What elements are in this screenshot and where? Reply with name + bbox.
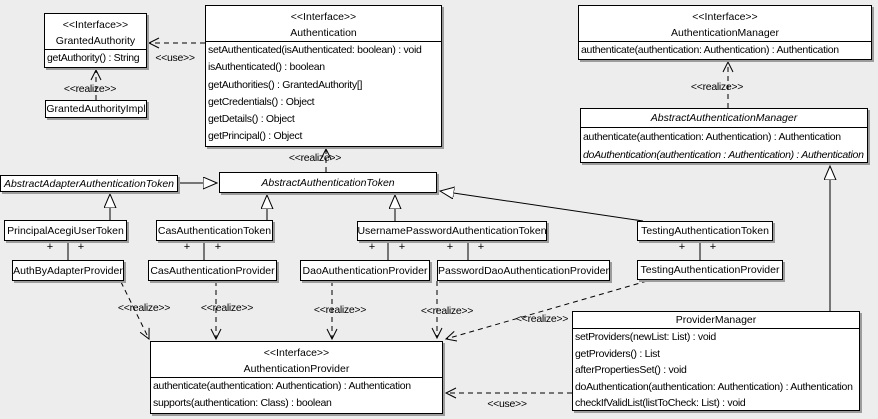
stereotype: <<Interface>> (290, 11, 357, 23)
method: getCredentials() : Object (208, 95, 315, 108)
class-name: AbstractAdapterAuthenticationToken (3, 177, 175, 190)
class-casauthenticationtoken[interactable]: CasAuthenticationToken (156, 220, 273, 241)
method: authenticate(authentication: Authenticat… (153, 380, 411, 392)
class-authenticationprovider[interactable]: <<Interface>> AuthenticationProvider aut… (150, 341, 443, 414)
association-end-plus: + (477, 241, 485, 253)
method: supports(authentication: Class) : boolea… (153, 397, 332, 409)
class-grantedauthority[interactable]: <<Interface>> GrantedAuthority getAuthor… (44, 13, 147, 68)
realize-testing-provider-to-authenticationprovider (444, 280, 648, 342)
class-grantedauthorityimpl[interactable]: GrantedAuthorityImpl (45, 100, 147, 118)
stereotype-label-realize: <<realize>> (63, 83, 117, 95)
method: getAuthorities() : GrantedAuthority[] (208, 78, 363, 91)
association-end-plus: + (214, 241, 222, 253)
stereotype-label-realize: <<realize>> (288, 152, 342, 164)
method: getAuthority() : String (47, 52, 140, 64)
association-end-plus: + (446, 241, 454, 253)
association-end-plus: + (183, 241, 191, 253)
class-name: AuthByAdapterProvider (13, 264, 123, 277)
class-testingauthenticationprovider[interactable]: TestingAuthenticationProvider (637, 260, 783, 280)
method: setAuthenticated(isAuthenticated: boolea… (208, 44, 422, 56)
class-authentication[interactable]: <<Interface>> Authentication setAuthenti… (205, 5, 442, 147)
class-name: AuthenticationProvider (243, 363, 350, 375)
class-name: DaoAuthenticationProvider (302, 264, 428, 277)
class-name: GrantedAuthority (55, 35, 136, 47)
association-end-plus: + (678, 241, 686, 253)
stereotype-label-use: <<use>> (487, 398, 527, 410)
class-name: CasAuthenticationToken (157, 224, 272, 237)
stereotype-label-realize: <<realize>> (313, 304, 367, 316)
method-abstract: doAuthentication(authentication : Authen… (583, 149, 864, 161)
stereotype-label-realize: <<realize>> (200, 302, 254, 314)
class-name: PasswordDaoAuthenticationProvider (438, 264, 610, 277)
class-usernamepasswordauthenticationtoken[interactable]: UsernamePasswordAuthenticationToken (357, 221, 547, 241)
class-name: UsernamePasswordAuthenticationToken (357, 225, 547, 237)
class-name: Authentication (290, 27, 357, 39)
association-end-plus: + (46, 241, 54, 253)
method: isAuthenticated() : boolean (208, 61, 325, 74)
class-name: CasAuthenticationProvider (150, 264, 275, 277)
method: getPrincipal() : Object (208, 130, 303, 143)
class-name: GrantedAuthorityImpl (46, 103, 146, 115)
method: checkIfValidList(listToCheck: List) : vo… (575, 397, 746, 410)
method: getProviders() : List (575, 347, 660, 360)
class-casauthenticationprovider[interactable]: CasAuthenticationProvider (148, 260, 277, 281)
stereotype-label-realize: <<realize>> (690, 81, 744, 93)
association-end-plus: + (709, 241, 717, 253)
class-abstractauthenticationmanager[interactable]: AbstractAuthenticationManager authentica… (580, 108, 868, 163)
method: doAuthentication(authentication: Authent… (575, 380, 853, 393)
stereotype-label-realize: <<realize>> (420, 305, 474, 317)
class-name: AuthenticationManager (671, 27, 779, 39)
method: afterPropertiesSet() : void (575, 364, 687, 377)
method: authenticate(authentication: Authenticat… (583, 131, 841, 143)
class-authbyadapterprovider[interactable]: AuthByAdapterProvider (12, 260, 124, 281)
class-providermanager[interactable]: ProviderManager setProviders(newList: Li… (572, 311, 860, 411)
class-name: AbstractAuthenticationToken (261, 176, 395, 189)
generalization-testing-token-to-abstract-token (440, 191, 644, 222)
association-end-plus: + (398, 241, 406, 253)
class-name: AbstractAuthenticationManager (650, 112, 798, 124)
method: getDetails() : Object (208, 113, 295, 126)
class-testingauthenticationtoken[interactable]: TestingAuthenticationToken (637, 221, 773, 241)
method: setProviders(newList: List) : void (575, 331, 716, 343)
class-principalacegiusertoken[interactable]: PrincipalAcegiUserToken (4, 220, 127, 241)
class-name: TestingAuthenticationProvider (640, 264, 780, 276)
stereotype-label-realize: <<realize>> (117, 302, 171, 314)
class-daoauthenticationprovider[interactable]: DaoAuthenticationProvider (300, 260, 430, 281)
class-abstractauthenticationtoken[interactable]: AbstractAuthenticationToken (219, 172, 437, 193)
stereotype-label-realize: <<realize>> (515, 313, 569, 325)
class-name: TestingAuthenticationToken (641, 225, 769, 237)
stereotype: <<Interface>> (263, 347, 330, 359)
class-passworddaoauthenticationprovider[interactable]: PasswordDaoAuthenticationProvider (437, 260, 610, 281)
association-end-plus: + (368, 241, 376, 253)
class-name: ProviderManager (675, 314, 757, 326)
stereotype-label-use: <<use>> (155, 52, 195, 64)
class-authenticationmanager[interactable]: <<Interface>> AuthenticationManager auth… (578, 5, 872, 60)
class-abstractadapterauthenticationtoken[interactable]: AbstractAdapterAuthenticationToken (0, 175, 178, 192)
method: authenticate(authentication: Authenticat… (581, 44, 839, 56)
realize-authbyadapter-to-authenticationprovider (120, 281, 150, 341)
class-name: PrincipalAcegiUserToken (7, 224, 124, 237)
association-end-plus: + (77, 241, 85, 253)
stereotype: <<Interface>> (692, 11, 758, 23)
stereotype: <<Interface>> (62, 19, 129, 31)
